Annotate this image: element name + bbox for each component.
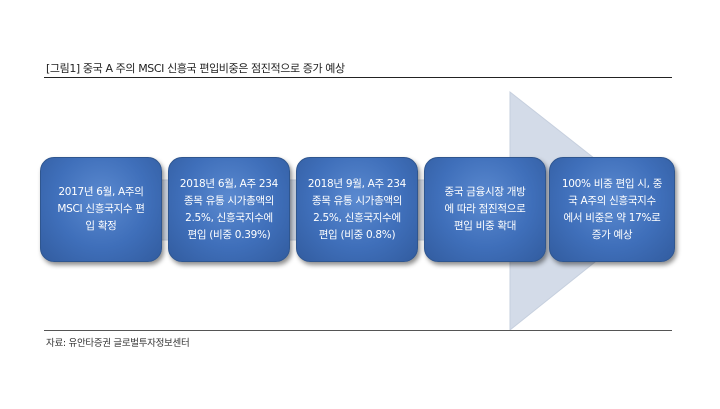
step-box-2: 2018년 6월, A주 234 종목 유통 시가총액의 2.5%, 신흥국지수…	[168, 157, 290, 262]
step-text-4: 중국 금융시장 개방 에 따라 점진적으로 편입 비중 확대	[444, 186, 526, 232]
footer-divider	[44, 330, 672, 331]
title-divider	[44, 77, 672, 78]
step-box-5: 100% 비중 편입 시, 중 국 A주의 신흥국지수 에서 비중은 약 17%…	[549, 157, 675, 262]
step-box-3: 2018년 9월, A주 234 종목 유통 시가총액의 2.5%, 신흥국지수…	[296, 157, 418, 262]
step-text-5: 100% 비중 편입 시, 중 국 A주의 신흥국지수 에서 비중은 약 17%…	[561, 177, 663, 241]
figure-title: [그림1] 중국 A 주의 MSCI 신흥국 편입비중은 점진적으로 증가 예상	[46, 62, 345, 75]
step-box-4: 중국 금융시장 개방 에 따라 점진적으로 편입 비중 확대	[424, 157, 546, 262]
step-text-2: 2018년 6월, A주 234 종목 유통 시가총액의 2.5%, 신흥국지수…	[179, 177, 279, 241]
step-text-3: 2018년 9월, A주 234 종목 유통 시가총액의 2.5%, 신흥국지수…	[307, 177, 407, 241]
source-note: 자료: 유안타증권 글로벌투자정보센터	[46, 338, 190, 349]
step-box-1: 2017년 6월, A주의 MSCI 신흥국지수 편 입 확정	[40, 157, 162, 262]
step-text-1: 2017년 6월, A주의 MSCI 신흥국지수 편 입 확정	[57, 186, 145, 232]
